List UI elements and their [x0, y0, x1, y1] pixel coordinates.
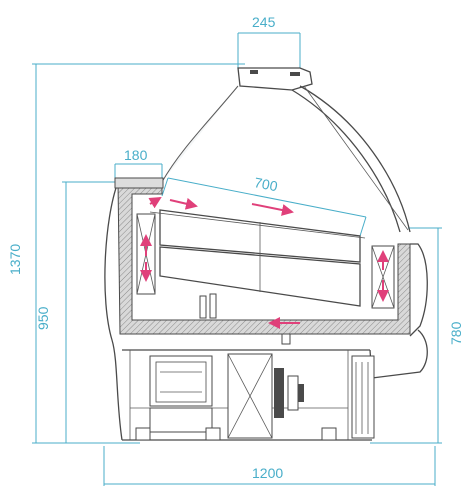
dimension-label-total-height: 1370 [7, 244, 23, 275]
dimension-label-display-depth: 700 [253, 174, 279, 194]
dimension-label-total-width: 1200 [252, 465, 283, 481]
dimension-label-shelf-depth: 180 [124, 147, 148, 163]
curved-front-glass [161, 85, 411, 233]
drain-fitting [199, 293, 291, 345]
condenser [227, 353, 284, 439]
condenser-fan [287, 375, 304, 411]
dimension-lines [32, 32, 442, 486]
display-shelves [149, 209, 366, 307]
base-feet [135, 427, 337, 441]
dimension-label-rear-height: 780 [448, 321, 464, 345]
airflow-arrows [140, 196, 389, 329]
display-tub [104, 177, 411, 441]
compressor [149, 355, 213, 433]
dimension-label-top-width: 245 [252, 14, 276, 30]
rear-panel [351, 243, 428, 439]
top-canopy [237, 67, 313, 91]
dimension-label-counter-height: 950 [35, 306, 51, 330]
